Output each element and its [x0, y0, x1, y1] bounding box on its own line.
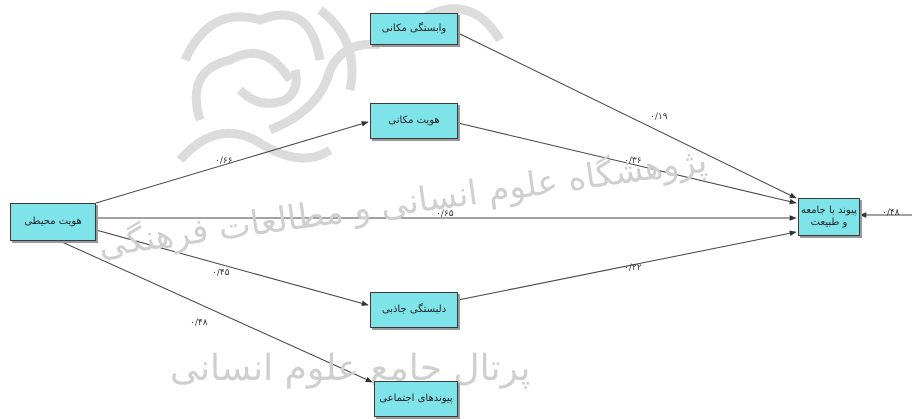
watermark-line2: پرتال جامع علوم انسانی: [170, 348, 531, 389]
edge-label-e6: ۰/۳۶: [624, 156, 642, 166]
edges: [61, 32, 912, 383]
edge-label-e5: ۰/۱۹: [650, 112, 668, 122]
edge-label-e4: ۰/۴۸: [190, 318, 208, 328]
edge-e4: [61, 241, 373, 383]
node-social-bonds[interactable]: پیوندهای اجتماعی: [374, 381, 458, 417]
node-environmental-identity[interactable]: هویت محیطی: [10, 203, 96, 241]
node-place-identity[interactable]: هویت مکانی: [370, 103, 458, 139]
edge-label-e2: ۰/۶۵: [436, 209, 454, 219]
node-place-dependence[interactable]: وابستگی مکانی: [370, 13, 458, 45]
edge-e1: [95, 121, 369, 204]
node-attractive-attachment[interactable]: دلبستگی جاذبی: [370, 292, 458, 328]
edge-label-e7: ۰/۲۲: [624, 263, 642, 273]
edge-e3: [95, 229, 369, 307]
node-nature-bond[interactable]: پیوند با جامعه و طبیعت: [798, 198, 860, 236]
edge-label-e3: ۰/۴۵: [212, 268, 230, 278]
edge-e5: [457, 32, 797, 199]
edge-label-e1: ۰/۶۶: [215, 156, 233, 166]
edge-e7: [457, 230, 797, 301]
edge-e6: [457, 122, 797, 205]
edge-label-e8: ۰/۴۸: [882, 208, 900, 218]
